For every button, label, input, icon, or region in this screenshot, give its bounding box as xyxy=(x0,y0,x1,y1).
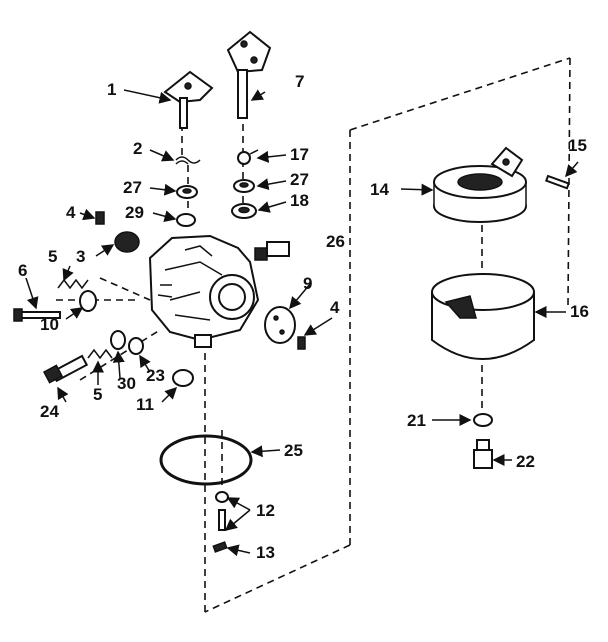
callout-4-upper: 4 xyxy=(66,203,76,222)
callout-17: 17 xyxy=(290,145,309,164)
callout-16: 16 xyxy=(570,302,589,321)
part-bowl-nut-gasket xyxy=(473,413,493,427)
part-idle-needle xyxy=(13,308,61,322)
callout-2: 2 xyxy=(133,139,142,158)
part-float-pin xyxy=(545,174,570,190)
callout-labels: 1 7 2 17 27 27 18 4 29 26 5 3 6 9 4 10 2… xyxy=(18,72,589,562)
callout-15: 15 xyxy=(568,136,587,155)
callout-22: 22 xyxy=(516,452,535,471)
part-choke-plate xyxy=(264,306,296,344)
callout-25: 25 xyxy=(284,441,303,460)
part-throttle-seal xyxy=(176,213,196,227)
part-washer-23 xyxy=(128,337,144,355)
part-main-needle xyxy=(42,354,89,384)
part-spring-lower xyxy=(87,348,113,360)
callout-9: 9 xyxy=(303,274,312,293)
part-inlet-needle xyxy=(215,491,229,531)
callout-29: 29 xyxy=(125,203,144,222)
callout-27-left: 27 xyxy=(123,178,142,197)
part-spring xyxy=(175,156,201,165)
callout-26: 26 xyxy=(326,232,345,251)
part-bowl-nut xyxy=(473,439,493,469)
callout-11: 11 xyxy=(136,395,154,414)
callout-30: 30 xyxy=(117,374,136,393)
part-fuel-inlet xyxy=(254,241,290,261)
callout-27-right: 27 xyxy=(290,170,309,189)
callout-3: 3 xyxy=(76,247,85,266)
part-gasket-small xyxy=(79,290,97,312)
callout-7: 7 xyxy=(295,72,304,91)
callout-12: 12 xyxy=(256,501,275,520)
part-bowl-gasket xyxy=(159,434,253,486)
callout-24: 24 xyxy=(40,402,59,421)
callout-4-lower: 4 xyxy=(330,298,340,317)
callout-5-lower: 5 xyxy=(93,385,102,404)
assembly-outline xyxy=(56,57,571,613)
part-throttle-plate xyxy=(114,231,140,253)
part-screw-upper xyxy=(95,211,105,225)
callout-21: 21 xyxy=(407,411,426,430)
part-float-bowl xyxy=(431,273,535,360)
part-spring-upper xyxy=(57,278,89,290)
part-screw-lower xyxy=(297,336,306,350)
callout-14: 14 xyxy=(370,180,389,199)
callout-6: 6 xyxy=(18,261,27,280)
part-o-ring xyxy=(110,330,126,350)
callout-23: 23 xyxy=(146,366,165,385)
part-welch-plug xyxy=(172,369,194,387)
part-choke-shaft xyxy=(226,30,272,119)
part-needle-clip xyxy=(212,541,228,553)
part-float xyxy=(433,146,527,223)
callout-13: 13 xyxy=(256,543,275,562)
part-carburetor-body xyxy=(148,234,260,348)
part-throttle-shaft xyxy=(163,70,214,129)
part-choke-spring xyxy=(237,149,259,165)
callout-1: 1 xyxy=(107,80,116,99)
callout-18: 18 xyxy=(290,191,309,210)
callout-5-upper: 5 xyxy=(48,247,57,266)
callout-10: 10 xyxy=(40,315,59,334)
leader-lines xyxy=(25,89,579,557)
